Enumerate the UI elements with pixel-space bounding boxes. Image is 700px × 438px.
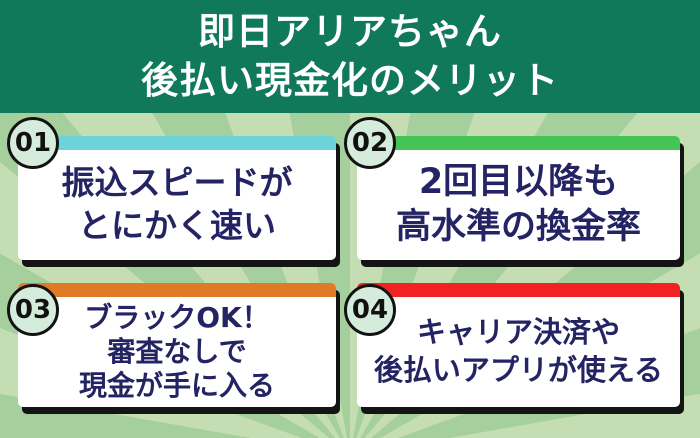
card-04-line-2: 後払いアプリが使える [373,353,664,387]
card-03-line-1: ブラックOK！ [84,300,270,334]
card-02-line-2: 高水準の換金率 [395,207,641,247]
card-03-number-badge: 03 [7,284,59,336]
card-02-number-badge: 02 [344,117,396,169]
merit-card-03: ブラックOK！ 審査なしで 現金が手に入る [18,283,336,407]
header-banner: 即日アリアちゃん 後払い現金化のメリット [0,0,700,113]
card-03-text: ブラックOK！ 審査なしで 現金が手に入る [18,297,336,407]
card-01-line-1: 振込スピードが [61,163,293,203]
card-04-number-badge: 04 [344,284,396,336]
card-03-line-3: 現金が手に入る [78,369,275,403]
card-04-line-1: キャリア決済や [416,315,620,350]
header-title-line2: 後払い現金化のメリット [141,58,559,102]
card-02-text: 2回目以降も 高水準の換金率 [357,150,680,260]
merit-card-04: キャリア決済や 後払いアプリが使える [357,283,680,407]
card-02-accent-bar [357,136,680,150]
card-01-line-2: とにかく速い [78,206,276,245]
card-04-text: キャリア決済や 後払いアプリが使える [357,297,680,407]
card-01-number-badge: 01 [7,117,59,169]
card-03-line-2: 審査なしで [107,334,247,368]
merit-card-02: 2回目以降も 高水準の換金率 [357,136,680,260]
card-01-accent-bar [18,136,336,150]
card-01-text: 振込スピードが とにかく速い [18,150,336,260]
card-03-accent-bar [18,283,336,297]
card-02-line-1: 2回目以降も [418,161,619,202]
card-04-accent-bar [357,283,680,297]
header-title-line1: 即日アリアちゃん [198,10,502,54]
merit-card-01: 振込スピードが とにかく速い [18,136,336,260]
